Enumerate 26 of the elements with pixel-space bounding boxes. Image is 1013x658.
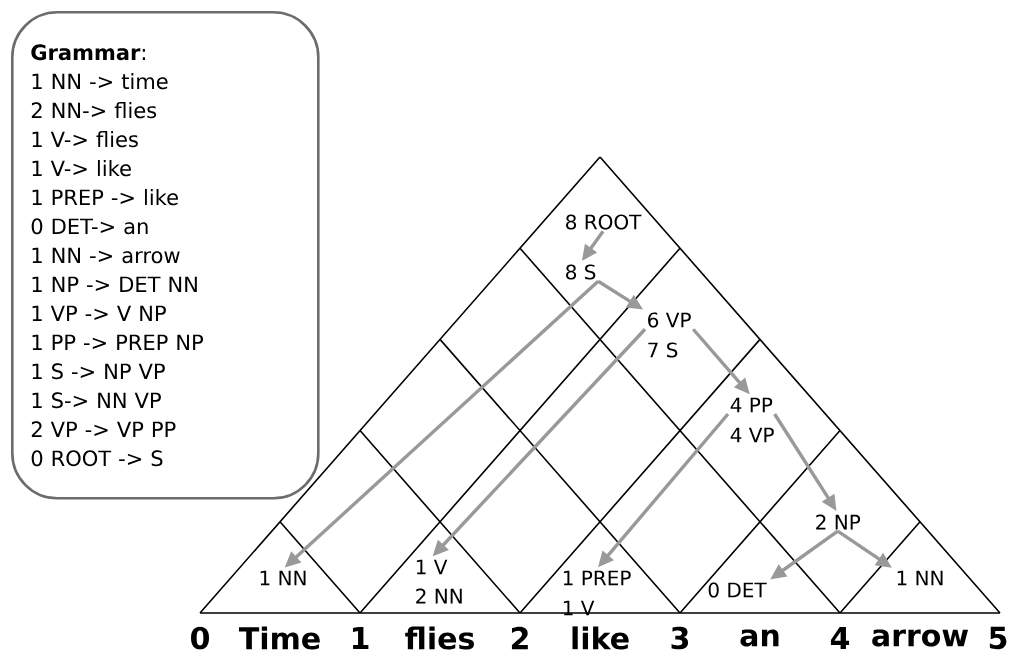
cell-entry: 1 NN [260,570,306,586]
cell-entry: 8 S [566,264,596,280]
axis-label: 0 [191,626,209,650]
cell-entry: 6 VP [648,312,691,328]
cell-entry: 1 V [563,600,595,616]
axis-label: flies [405,626,474,650]
cell-entry: 4 VP [730,427,774,443]
cell-entry: 1 V [416,559,448,575]
axis-label: like [572,626,629,650]
axis-label: Time [238,626,320,650]
cell-entry: 4 PP [730,397,773,413]
cell-entry: 2 NP [816,514,861,530]
cell-entry: 1 NN [897,570,943,586]
cell-entry: 1 PREP [563,570,631,586]
axis-label: 2 [511,626,528,650]
axis-label: 3 [671,626,689,650]
cell-entry: 2 NN [416,588,462,604]
cell-entry: 7 S [648,342,678,358]
axis-label: 1 [352,627,369,649]
axis-label: arrow [872,629,969,647]
axis-label: 4 [830,627,850,649]
cell-entry: 8 ROOT [566,214,642,230]
axis-label: an [740,629,779,647]
axis-label: 5 [989,626,1007,650]
grammar-box: Grammar: 1 NN -> time 2 NN-> flies 1 V-> flies 1 V-> like 1 PREP -> like 0 DET-> an 1 NN -> arrow 1 NP -> DET NN 1 VP -> V NP 1 PP -> PREP NP 1 S -> NP VP 1 S-> NN VP 2 VP -> VP PP 0 ROOT -> S [11,11,320,500]
cell-entry: 0 DET [708,582,767,598]
